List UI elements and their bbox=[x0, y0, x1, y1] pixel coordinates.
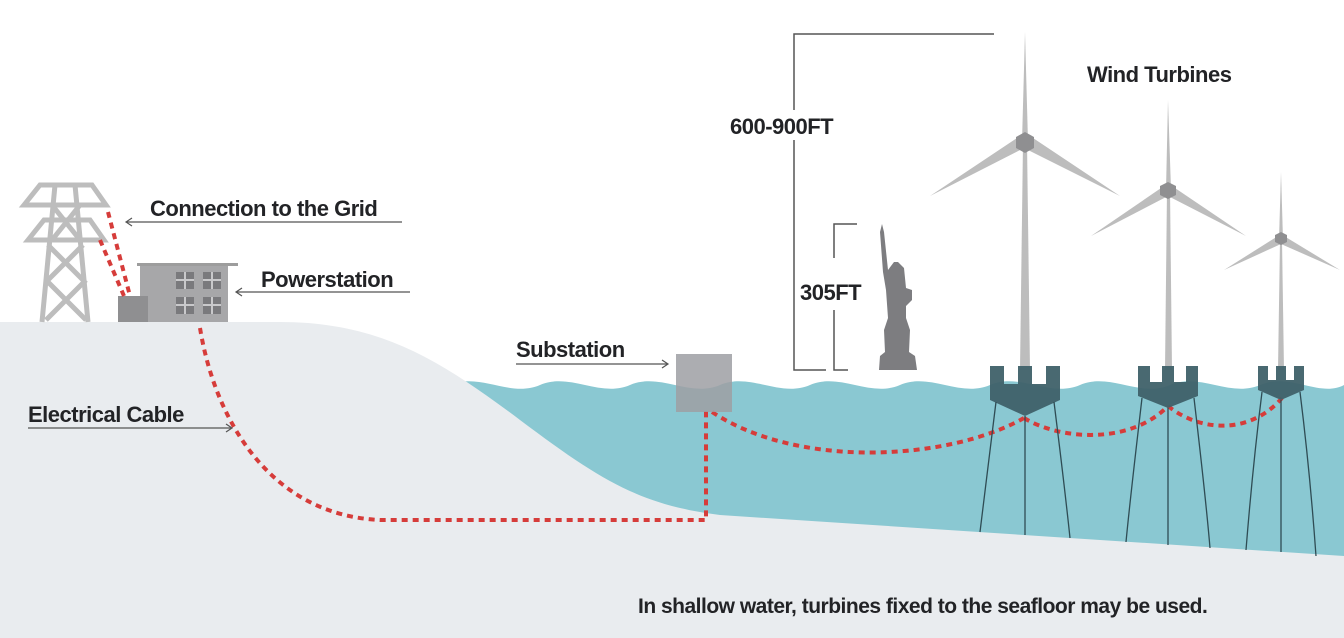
label-wind-turbines: Wind Turbines bbox=[1087, 62, 1232, 87]
label-connection-to-grid: Connection to the Grid bbox=[150, 196, 377, 221]
wind-turbine-large bbox=[930, 32, 1120, 416]
height-bracket-turbine bbox=[793, 33, 994, 371]
powerstation-icon bbox=[118, 263, 238, 322]
caption: In shallow water, turbines fixed to the … bbox=[638, 595, 1207, 618]
label-turbine-height: 600-900FT bbox=[730, 114, 834, 139]
wind-turbine-medium bbox=[1091, 100, 1246, 408]
statue-of-liberty-icon bbox=[879, 224, 917, 370]
label-arrows bbox=[28, 217, 670, 433]
height-bracket-statue bbox=[833, 223, 857, 371]
mooring-lines bbox=[979, 391, 1317, 557]
substation-icon bbox=[676, 354, 732, 412]
wind-turbine-small bbox=[1224, 172, 1340, 400]
label-substation: Substation bbox=[516, 337, 625, 362]
pylon-icon bbox=[18, 182, 111, 323]
land-and-seabed bbox=[0, 322, 1344, 638]
label-electrical-cable: Electrical Cable bbox=[28, 402, 184, 427]
label-statue-height: 305FT bbox=[800, 280, 862, 305]
label-powerstation: Powerstation bbox=[261, 267, 393, 292]
electrical-cable bbox=[98, 211, 1284, 522]
